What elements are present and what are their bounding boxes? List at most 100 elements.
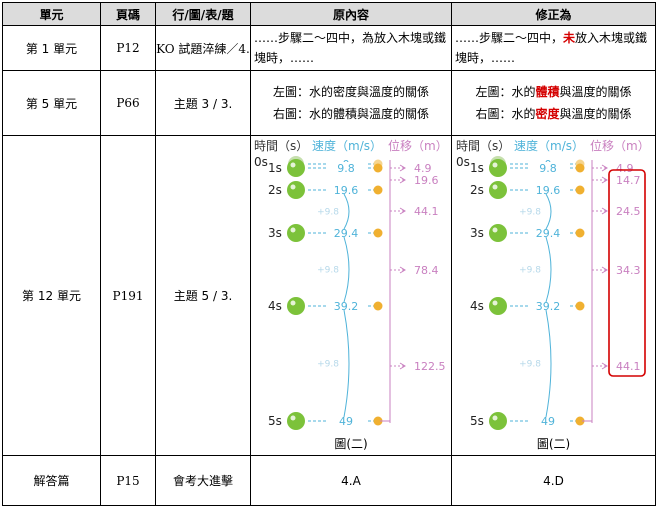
ball-icon [286,158,305,177]
speed-label-bg [528,226,568,239]
motion-diagram-corrected: 時間（s）速度（m/s）位移（m）0s01s9.82s19.63s29.44s3… [456,138,650,430]
figure-corrected: 時間（s）速度（m/s）位移（m）0s01s9.82s19.63s29.44s3… [456,138,651,454]
time-header: 時間（s） [456,139,510,153]
ball-highlight [290,184,295,189]
header-page: 頁碼 [100,2,156,26]
ball-highlight [290,227,295,232]
displacement-value: 44.1 [414,205,439,218]
position-dot [373,163,382,172]
header-unit: 單元 [2,2,101,26]
arrow-icon [601,164,608,171]
arrow-icon [399,207,406,214]
fix-left-pre: 左圖：水的 [475,85,536,99]
displacement-value: 122.5 [414,360,446,373]
ball-icon [286,296,305,315]
fix-highlight: 未 [563,31,576,45]
speed-label-bg [528,161,568,174]
speed-label-bg [325,414,366,427]
cell-original: 4.A [250,455,452,506]
fix-post: 放入木塊或鐵塊時，…… [455,31,648,65]
displacement-value: 19.6 [414,174,439,187]
ball-highlight [492,415,498,420]
cell-unit: 解答篇 [2,455,101,506]
cell-original: ……步驟二～四中，為放入木塊或鐵塊時，…… [250,25,452,71]
speed-label-bg [528,183,568,196]
speed-value: 49 [339,415,353,428]
header-item: 行/圖/表/題 [155,2,251,26]
arrow-icon [601,207,608,214]
position-dot [575,228,585,237]
header-corrected: 修正為 [451,2,656,26]
speed-header: 速度（m/s） [514,138,584,153]
increment-label: +9.8 [317,207,339,217]
ball-icon [286,411,305,430]
speed-label-bg [528,414,568,427]
table-row: 第 5 單元 P66 主題 3 / 3. 左圖：水的密度與溫度的關係 右圖：水的… [2,70,656,136]
fix-right-pre: 右圖：水的 [475,107,536,121]
displacement-value: 78.4 [414,264,439,277]
time-label: 3s [268,226,282,240]
displacement-value: 4.9 [616,162,634,175]
header-row: 單元 頁碼 行/圖/表/題 原內容 修正為 [2,2,656,26]
speed-bracket [343,236,349,302]
cell-item: KO 試題淬練／4. [155,25,251,71]
displacement-header: 位移（m） [590,138,650,153]
arrow-icon [399,164,406,171]
ball-highlight [492,300,498,305]
ball-highlight [290,300,295,305]
ball-icon [489,223,507,242]
time-label: 2s [470,183,484,197]
fix-right-post: 與溫度的關係 [559,107,632,121]
cell-original: 左圖：水的密度與溫度的關係 右圖：水的體積與溫度的關係 [250,70,452,136]
fix-left-text: 左圖：水的體積與溫度的關係 [453,81,655,103]
time-label: 1s [268,161,282,175]
displacement-value: 34.3 [616,264,641,277]
table-row: 第 12 單元 P191 主題 5 / 3. 時間（s）速度（m/s）位移（m）… [2,135,656,456]
ball-icon [286,180,305,199]
position-dot [373,185,382,194]
speed-value: 9.8 [337,162,355,175]
increment-label: +9.8 [519,359,541,369]
ball-highlight [492,184,498,189]
displacement-value: 24.5 [616,205,641,218]
displacement-value: 44.1 [616,360,641,373]
speed-value: 29.4 [333,227,358,240]
fix-right-highlight: 密度 [535,107,560,121]
position-dot [575,301,585,310]
ball-icon [489,180,507,199]
fix-left-post: 與溫度的關係 [559,85,632,99]
speed-bracket [545,309,552,417]
cell-item: 會考大進擊 [155,455,251,506]
position-dot [575,163,585,172]
arrow-icon [601,266,608,273]
time-label: 4s [470,299,484,313]
cell-unit: 第 12 單元 [2,135,101,456]
position-dot [575,185,585,194]
ball-highlight [290,415,295,420]
increment-label: +9.8 [317,265,339,275]
ball-highlight [492,227,498,232]
figure-caption: 圖(二) [536,436,571,451]
time-label: 0s [254,155,268,169]
time-label: 1s [470,161,484,175]
time-header: 時間（s） [254,139,308,153]
fix-left-highlight: 體積 [535,85,560,99]
ball-icon [489,296,507,315]
displacement-value: 4.9 [414,162,432,175]
cell-unit: 第 5 單元 [2,70,101,136]
speed-value: 39.2 [536,300,561,313]
header-original: 原內容 [250,2,452,26]
orig-right-text: 右圖：水的體積與溫度的關係 [272,107,429,121]
speed-bracket [343,309,349,417]
speed-value: 9.8 [539,162,557,175]
figure-caption: 圖(二) [334,436,368,451]
cell-page: P66 [100,70,156,136]
increment-label: +9.8 [317,359,339,369]
time-label: 4s [268,299,282,313]
orig-left-text: 左圖：水的密度與溫度的關係 [272,85,429,99]
cell-original: 時間（s）速度（m/s）位移（m）0s01s9.82s19.63s29.44s3… [250,135,452,456]
time-label: 0s [456,155,470,169]
cell-page: P12 [100,25,156,71]
correction-highlight-box [608,168,646,377]
